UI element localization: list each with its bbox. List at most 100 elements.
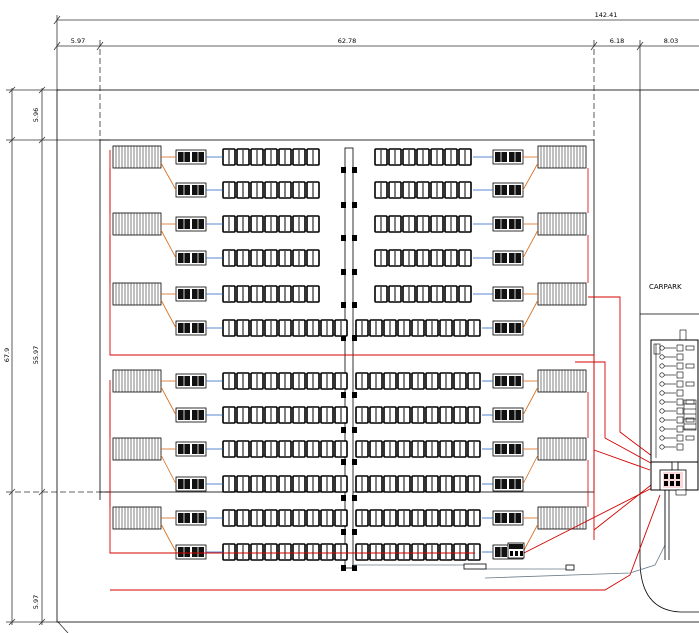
combiner-box-icon	[112, 212, 162, 236]
inverter-box-icon	[175, 544, 207, 560]
dimension-lines	[6, 15, 699, 633]
cable-joint	[565, 564, 575, 571]
pv-string-icon	[222, 543, 348, 561]
combiner-box-icon	[537, 369, 587, 393]
pv-string-icon	[222, 406, 348, 424]
inverter-box-icon	[492, 250, 524, 266]
inverter-box-icon	[492, 476, 524, 492]
inverter-box-icon	[492, 407, 524, 423]
pv-string-icon	[374, 148, 472, 166]
trench-node	[341, 235, 346, 241]
inverter-box-icon	[175, 476, 207, 492]
trench-node	[341, 335, 346, 341]
trench-node	[352, 392, 357, 398]
inverter-box-icon	[175, 250, 207, 266]
pv-string-icon	[374, 249, 472, 267]
inverter-box-icon	[175, 373, 207, 389]
trench-node	[341, 495, 346, 501]
pv-string-icon	[355, 319, 481, 337]
pv-string-icon	[374, 181, 472, 199]
trench-node	[352, 495, 357, 501]
combiner-box-icon	[112, 282, 162, 306]
trench-node	[341, 302, 346, 308]
trench-node	[352, 529, 357, 535]
inverter-box-icon	[175, 510, 207, 526]
pv-string-icon	[355, 543, 481, 561]
pv-string-icon	[222, 475, 348, 493]
trench-node	[352, 302, 357, 308]
trench-node	[341, 269, 346, 275]
trench-node	[341, 202, 346, 208]
dim-main-width: 62.78	[338, 37, 357, 45]
dim-left-setback: 5.97	[71, 37, 85, 45]
inverter-box-icon	[175, 286, 207, 302]
pv-string-icon	[222, 372, 348, 390]
dim-right-setback: 6.18	[610, 37, 624, 45]
inverter-box-icon	[492, 149, 524, 165]
cable-return-lines	[353, 488, 666, 579]
combiner-box-icon	[537, 282, 587, 306]
dim-main-height: 55.97	[32, 346, 40, 365]
inverter-box-icon	[492, 286, 524, 302]
inverter-box-icon	[492, 441, 524, 457]
pv-string-icon	[222, 181, 320, 199]
combiner-box-icon	[537, 437, 587, 461]
pv-string-icon	[222, 285, 320, 303]
central-cable-trench	[341, 147, 357, 571]
combiner-box-icon	[112, 369, 162, 393]
trench-node	[352, 427, 357, 433]
trench-node	[352, 459, 357, 465]
pv-string-icon	[222, 215, 320, 233]
dim-overall-height: 67.9	[3, 348, 11, 362]
trench-node	[352, 167, 357, 173]
transformer-icon	[507, 542, 525, 559]
dim-top-setback: 5.96	[32, 108, 40, 122]
inverter-box-icon	[175, 407, 207, 423]
inverter-box-icon	[492, 320, 524, 336]
pv-string-icon	[355, 406, 481, 424]
pv-string-icon	[355, 372, 481, 390]
pv-string-icon	[222, 249, 320, 267]
trench-node	[341, 167, 346, 173]
inverter-box-icon	[175, 182, 207, 198]
trench-node	[352, 202, 357, 208]
red-cable-routing	[109, 150, 661, 591]
pv-string-icon	[374, 215, 472, 233]
trench-node	[341, 565, 346, 571]
trench-node	[341, 459, 346, 465]
combiner-box-icon	[112, 506, 162, 530]
inverter-box-icon	[492, 510, 524, 526]
trench-node	[341, 427, 346, 433]
combiner-box-icon	[537, 145, 587, 169]
combiner-box-icon	[537, 212, 587, 236]
inverter-box-icon	[175, 216, 207, 232]
cable-joint	[463, 563, 487, 570]
trench-node	[352, 235, 357, 241]
inverter-station-icon	[650, 329, 699, 560]
pv-string-icon	[222, 509, 348, 527]
inverter-box-icon	[175, 441, 207, 457]
site-boundary	[56, 89, 699, 623]
inverter-box-icon	[175, 320, 207, 336]
inverter-box-icon	[492, 373, 524, 389]
trench-node	[341, 392, 346, 398]
combiner-box-icon	[112, 437, 162, 461]
pv-string-icon	[355, 509, 481, 527]
pv-string-icon	[355, 440, 481, 458]
pv-string-icon	[355, 475, 481, 493]
pv-string-icon	[374, 285, 472, 303]
pv-string-icon	[222, 440, 348, 458]
pv-string-icon	[222, 319, 348, 337]
dim-bottom-setback: 5.97	[32, 595, 40, 609]
combiner-box-icon	[537, 506, 587, 530]
trench-node	[341, 529, 346, 535]
trench-node	[352, 335, 357, 341]
combiner-box-icon	[112, 145, 162, 169]
pv-string-icon	[222, 148, 320, 166]
inverter-box-icon	[175, 149, 207, 165]
trench-node	[352, 269, 357, 275]
dim-far-right: 8.03	[664, 37, 678, 45]
pv-array-rows	[109, 145, 589, 561]
inverter-box-icon	[492, 216, 524, 232]
